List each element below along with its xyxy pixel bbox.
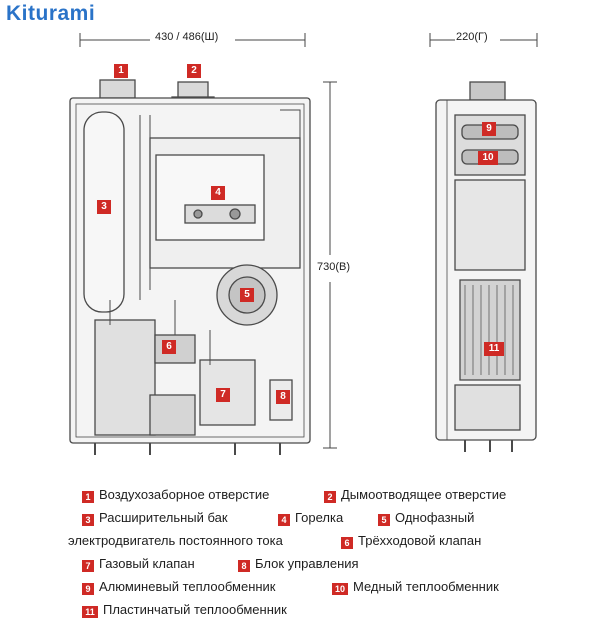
marker-4: 4 — [211, 186, 225, 200]
legend-item-1: 1 Воздухозаборное отверстие — [82, 487, 269, 503]
legend-label: Трёхходовой клапан — [358, 533, 482, 548]
legend-item-10: 10 Медный теплообменник — [332, 579, 499, 595]
legend-item-2: 2 Дымоотводящее отверстие — [324, 487, 506, 503]
width-dimension-label: 430 / 486(Ш) — [155, 31, 219, 43]
legend-marker: 4 — [278, 514, 290, 526]
marker-3: 3 — [97, 200, 111, 214]
legend-item-6: 6 Трёхходовой клапан — [341, 533, 481, 549]
legend-label: Расширительный бак — [99, 510, 228, 525]
side-view — [435, 81, 537, 452]
legend-marker: 2 — [324, 491, 336, 503]
legend-marker: 8 — [238, 560, 250, 572]
legend-marker: 7 — [82, 560, 94, 572]
marker-8: 8 — [276, 390, 290, 404]
legend-marker: 10 — [332, 583, 348, 595]
legend-marker: 11 — [82, 606, 98, 618]
legend-item-5-continued: электродвигатель постоянного тока — [68, 533, 283, 548]
legend-label: Медный теплообменник — [353, 579, 499, 594]
legend-marker: 1 — [82, 491, 94, 503]
legend-marker: 6 — [341, 537, 353, 549]
legend-marker: 5 — [378, 514, 390, 526]
marker-1: 1 — [114, 64, 128, 78]
legend-label: электродвигатель постоянного тока — [68, 533, 283, 548]
legend-marker: 9 — [82, 583, 94, 595]
legend-label: Алюминевый теплообменник — [99, 579, 276, 594]
legend-label: Блок управления — [255, 556, 359, 571]
marker-10: 10 — [478, 151, 498, 165]
legend-label: Однофазный — [395, 510, 475, 525]
legend-item-5: 5 Однофазный — [378, 510, 474, 526]
marker-6: 6 — [162, 340, 176, 354]
legend-item-9: 9 Алюминевый теплообменник — [82, 579, 276, 595]
legend-label: Воздухозаборное отверстие — [99, 487, 270, 502]
legend-label: Дымоотводящее отверстие — [341, 487, 507, 502]
dimension-lines — [79, 33, 538, 449]
legend-marker: 3 — [82, 514, 94, 526]
boiler-diagram — [69, 33, 538, 455]
legend-item-8: 8 Блок управления — [238, 556, 359, 572]
legend-label: Пластинчатый теплообменник — [103, 602, 287, 617]
marker-9: 9 — [482, 122, 496, 136]
marker-2: 2 — [187, 64, 201, 78]
legend-item-4: 4 Горелка — [278, 510, 343, 526]
marker-7: 7 — [216, 388, 230, 402]
brand-logo: Kiturami — [6, 2, 96, 25]
front-view — [69, 79, 311, 455]
marker-5: 5 — [240, 288, 254, 302]
legend-item-3: 3 Расширительный бак — [82, 510, 228, 526]
legend-item-7: 7 Газовый клапан — [82, 556, 195, 572]
legend-label: Горелка — [295, 510, 344, 525]
legend-label: Газовый клапан — [99, 556, 195, 571]
depth-dimension-label: 220(Г) — [456, 31, 488, 43]
marker-11: 11 — [484, 342, 504, 356]
height-dimension-label: 730(В) — [317, 260, 351, 274]
legend-item-11: 11 Пластинчатый теплообменник — [82, 602, 287, 618]
